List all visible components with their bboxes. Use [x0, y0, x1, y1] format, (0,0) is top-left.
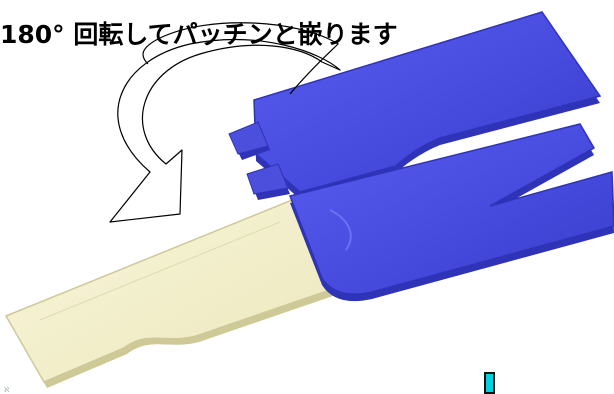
blue-lower-part	[246, 123, 614, 302]
blue-upper-part	[228, 11, 602, 199]
instruction-caption: 180° 回転してパッチンと嵌ります	[0, 20, 398, 49]
corner-mark: ℵ	[4, 386, 9, 394]
cream-part	[4, 199, 333, 388]
curved-rotation-arrow-icon	[109, 22, 341, 223]
text-cursor-marker-icon	[484, 372, 495, 394]
